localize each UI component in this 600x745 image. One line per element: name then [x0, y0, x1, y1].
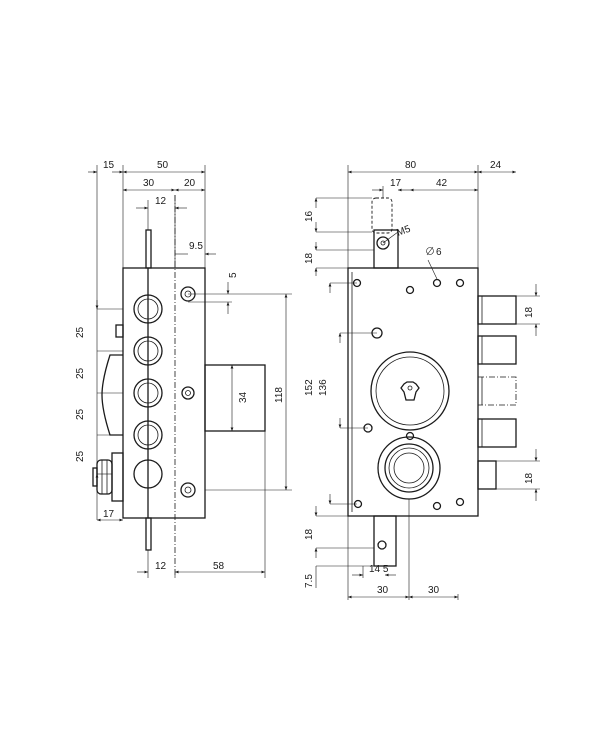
side-screw-3: [180, 482, 196, 498]
dim-7-5: 7.5: [304, 574, 315, 588]
dim-18-bottom: 18: [304, 528, 315, 540]
front-bolt-5: [477, 460, 497, 490]
side-bolt-hole-4: [133, 420, 163, 450]
dim-136: 136: [318, 379, 329, 396]
dim-152: 152: [304, 379, 315, 396]
front-screw-2: [432, 278, 442, 288]
front-screw-10: [455, 497, 465, 507]
dim-12-bottom: 12: [155, 561, 167, 572]
side-deadbolt: [204, 364, 266, 432]
front-bolt-3: [477, 376, 517, 406]
dim-18-top: 18: [304, 252, 315, 264]
dim-17-front: 17: [390, 178, 402, 189]
front-screw-3: [455, 278, 465, 288]
side-pin-bottom: [145, 517, 152, 551]
dim-25-b: 25: [75, 367, 86, 379]
front-view: 80 24 17 42 16 M5 18 6 152: [304, 160, 540, 600]
side-bolt-hole-3: [133, 378, 163, 408]
dim-5: 5: [228, 272, 239, 278]
dim-30-right: 30: [428, 585, 440, 596]
dim-14-5: 14 5: [369, 564, 389, 575]
side-cylinder-profile: [101, 354, 123, 436]
front-bolt-4: [477, 418, 517, 448]
dim-80: 80: [405, 160, 417, 171]
dim-118: 118: [274, 387, 285, 403]
dim-25-a: 25: [75, 326, 86, 338]
side-bolt-hole-5: [133, 459, 163, 489]
dim-9-5: 9.5: [189, 241, 203, 252]
dim-16: 16: [304, 210, 315, 222]
dim-15: 15: [103, 160, 115, 171]
dim-25-d: 25: [75, 450, 86, 462]
front-bottom-spindle: [373, 515, 397, 567]
dim-42: 42: [436, 178, 448, 189]
front-cylinder-disk: [370, 351, 450, 431]
dim-50: 50: [157, 160, 169, 171]
front-screw-9: [432, 501, 442, 511]
dim-34: 34: [238, 391, 249, 403]
side-knob: [92, 452, 124, 502]
dim-6: 6: [436, 247, 442, 258]
dim-18-right-bottom: 18: [524, 472, 535, 484]
side-bolt-hole-1: [133, 294, 163, 324]
front-bolt-1: [477, 295, 517, 325]
side-bolt-hole-2: [133, 336, 163, 366]
dim-25-c: 25: [75, 408, 86, 420]
front-top-spindle-dashed: [371, 197, 393, 234]
dim-17: 17: [103, 509, 115, 520]
dim-12-top: 12: [155, 196, 167, 207]
side-view: 15 50 30 20 12 9.5 5 25 25 25 25: [75, 160, 292, 578]
dim-20: 20: [184, 178, 196, 189]
front-keyhole: [400, 381, 420, 401]
front-lock-body: [347, 267, 479, 517]
side-pin-top: [145, 229, 152, 269]
dim-58: 58: [213, 561, 225, 572]
dim-m5: M5: [395, 224, 412, 239]
dim-30: 30: [143, 178, 155, 189]
front-bolt-2: [477, 335, 517, 365]
front-screw-7: [405, 431, 415, 441]
front-knob-outer: [377, 436, 441, 500]
front-top-spindle: [373, 229, 399, 269]
dim-30-left: 30: [377, 585, 389, 596]
front-screw-4: [405, 285, 415, 295]
dim-24: 24: [490, 160, 502, 171]
side-screw-2: [181, 386, 195, 400]
dim-18-right-top: 18: [524, 306, 535, 318]
